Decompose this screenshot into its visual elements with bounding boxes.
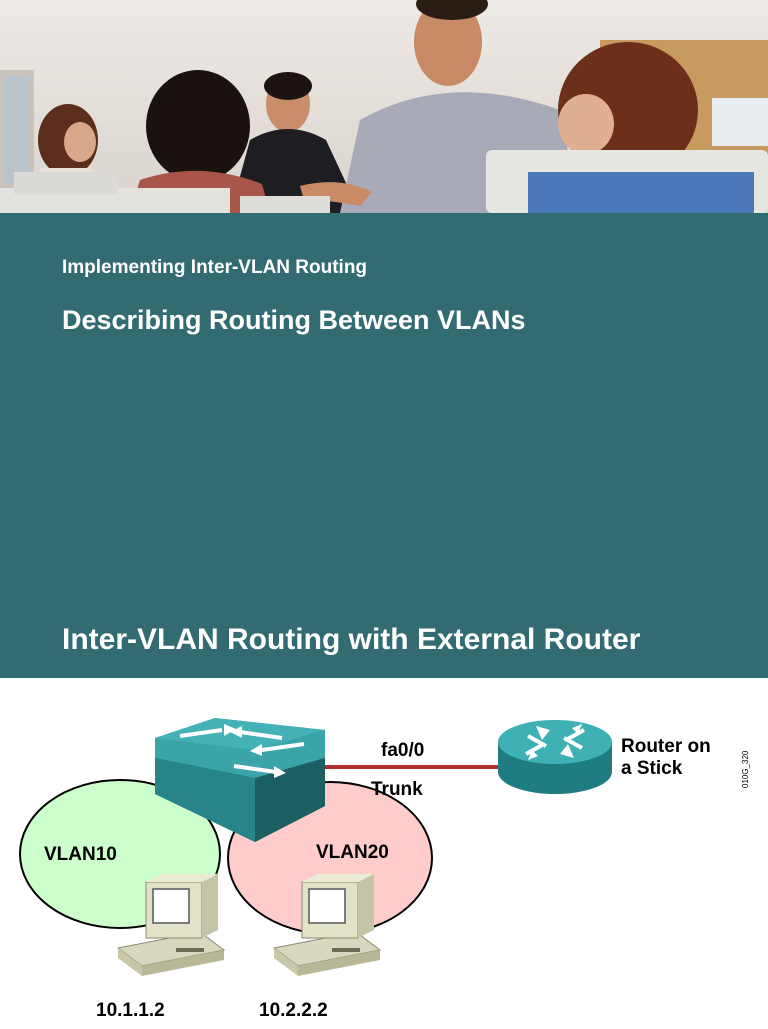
vlan20-label: VLAN20 xyxy=(316,842,389,863)
router-label-line1: Router on xyxy=(621,736,711,757)
switch-icon xyxy=(155,718,325,842)
slide-title: Describing Routing Between VLANs xyxy=(62,305,526,335)
pc-vlan20-icon xyxy=(272,874,382,976)
section-heading: Inter-VLAN Routing with External Router xyxy=(62,623,641,656)
header-photo xyxy=(0,0,768,213)
office-scene-photo xyxy=(0,0,768,213)
network-diagram: VLAN10 VLAN20 fa0/0 Trunk Router on a St… xyxy=(0,678,768,1024)
slide-subtitle: Implementing Inter-VLAN Routing xyxy=(62,257,368,278)
host-vlan20-address: 10.2.2.2 xyxy=(259,1000,328,1021)
interface-label: fa0/0 xyxy=(381,740,424,761)
host-vlan10-address: 10.1.1.2 xyxy=(96,1000,165,1021)
trunk-label: Trunk xyxy=(371,779,423,800)
title-banner: Implementing Inter-VLAN Routing Describi… xyxy=(0,213,768,678)
router-label-line2: a Stick xyxy=(621,758,683,779)
router-on-a-stick-diagram: VLAN10 VLAN20 fa0/0 Trunk Router on a St… xyxy=(19,718,750,1021)
figure-code: 010G_320 xyxy=(741,750,750,788)
pc-vlan10-icon xyxy=(116,874,226,976)
vlan10-label: VLAN10 xyxy=(44,844,117,865)
router-icon xyxy=(498,720,612,794)
